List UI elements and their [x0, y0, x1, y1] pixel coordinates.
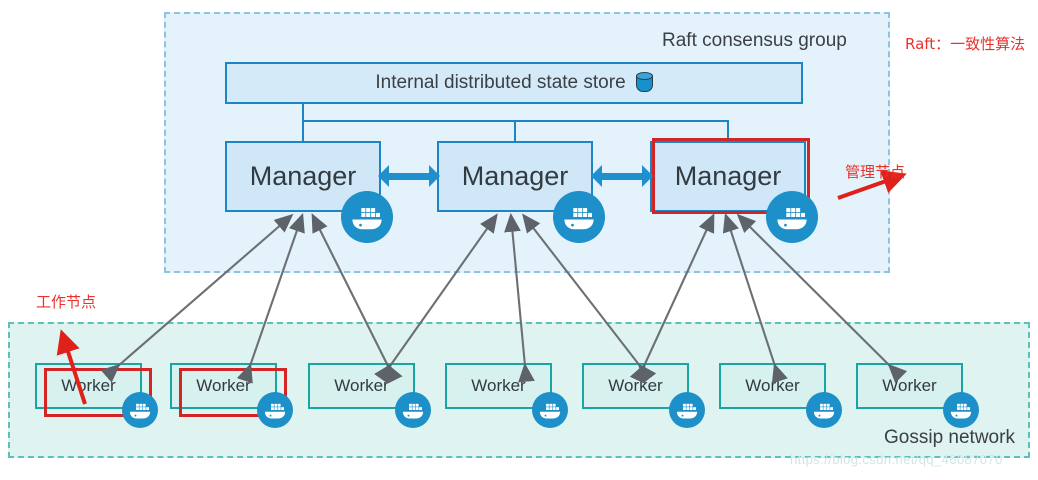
internal-distributed-state-store[interactable]: Internal distributed state store: [225, 62, 803, 104]
docker-whale-icon: [766, 191, 818, 243]
manager-1-drop: [514, 120, 516, 142]
docker-whale-icon: [943, 392, 979, 428]
docker-whale-icon: [532, 392, 568, 428]
docker-whale-icon: [122, 392, 158, 428]
watermark: https://blog.csdn.net/qq_46087070: [790, 452, 1003, 467]
manager-2-drop: [727, 120, 729, 142]
docker-whale-icon: [669, 392, 705, 428]
manager-link-arrow-1: [378, 162, 440, 190]
docker-whale-icon: [341, 191, 393, 243]
worker-annotation-label: 工作节点: [36, 293, 97, 311]
state-store-label: Internal distributed state store: [375, 72, 626, 93]
gossip-network-label: Gossip network: [884, 427, 1015, 448]
raft-annotation-label: Raft：一致性算法: [905, 35, 1026, 53]
raft-consensus-group-label: Raft consensus group: [662, 30, 847, 51]
manager-0-drop: [302, 120, 304, 142]
docker-whale-icon: [395, 392, 431, 428]
docker-whale-icon: [806, 392, 842, 428]
manager-annotation-label: 管理节点: [845, 163, 906, 181]
manager-node-3-label: Manager: [674, 161, 782, 191]
manager-link-arrow-2: [591, 162, 653, 190]
docker-whale-icon: [257, 392, 293, 428]
database-icon: [635, 72, 653, 94]
docker-whale-icon: [553, 191, 605, 243]
store-to-manager-connector: [302, 104, 304, 122]
manager-node-1-label: Manager: [249, 161, 357, 191]
manager-node-2-label: Manager: [461, 161, 569, 191]
